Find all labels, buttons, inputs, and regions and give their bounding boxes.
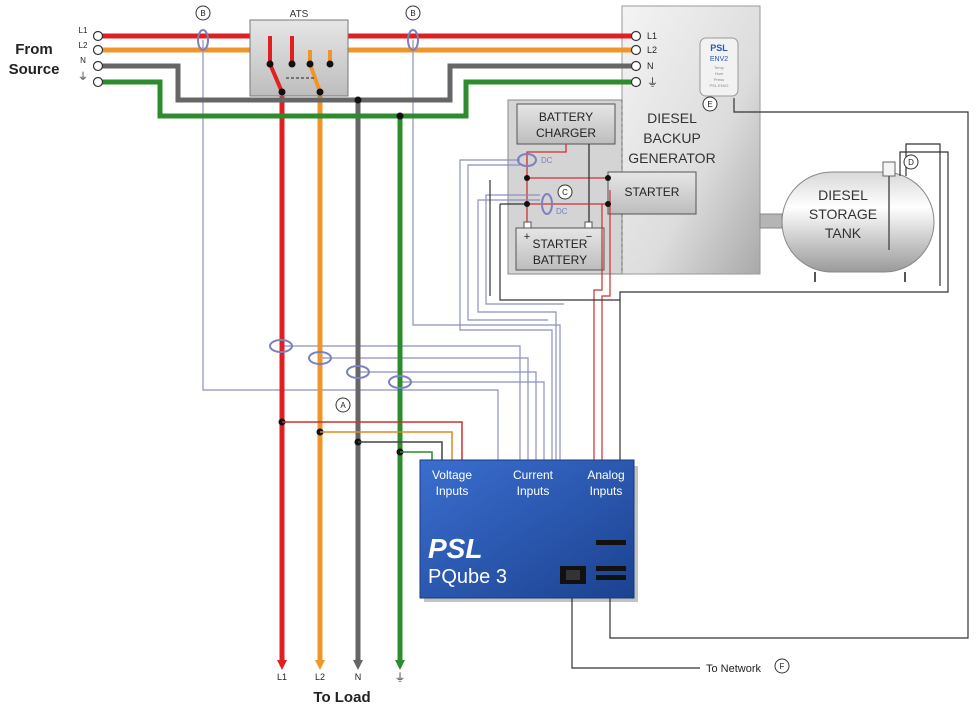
- ct-ring-icon: [346, 365, 370, 379]
- marker-a: A: [340, 401, 346, 410]
- ct-ring-icon: [407, 29, 419, 51]
- source-title-1: From: [15, 41, 53, 58]
- battery-line1: STARTER: [533, 237, 588, 251]
- marker-f: F: [780, 662, 785, 671]
- ground-icon: ⏚: [647, 76, 658, 89]
- env2-small-2: Press: [714, 77, 724, 82]
- terminal-circle-icon: [630, 60, 642, 72]
- gen-label-n: N: [647, 61, 654, 71]
- load-title: To Load: [313, 689, 370, 706]
- ct-ring-icon: [541, 193, 553, 215]
- gen-label-l1: L1: [647, 31, 657, 41]
- ct-ring-icon: [269, 339, 293, 353]
- analog-inputs-1: Analog: [587, 468, 624, 482]
- dc-label-2: DC: [556, 207, 568, 216]
- source-label-l2: L2: [79, 41, 88, 50]
- load-label-l2: L2: [315, 672, 325, 682]
- source-label-n: N: [80, 56, 86, 65]
- env2-small-0: Temp: [714, 65, 725, 70]
- generator-line2: BACKUP: [643, 130, 701, 146]
- wire-gnd: [98, 79, 636, 119]
- ct-ring-icon: [388, 375, 412, 389]
- env2-model: ENV2: [710, 56, 728, 63]
- starter: STARTER: [607, 171, 697, 215]
- dc-label-1: DC: [541, 156, 553, 165]
- battery-charger: BATTERY CHARGER: [516, 103, 616, 145]
- ct-ring-icon: [308, 351, 332, 365]
- ground-icon: ⏚: [78, 71, 88, 83]
- source-title-2: Source: [9, 61, 60, 78]
- terminal-circle-icon: [92, 60, 104, 72]
- tank-line1: DIESEL: [818, 187, 868, 203]
- charger-line1: BATTERY: [539, 110, 593, 124]
- load-label-n: N: [355, 672, 362, 682]
- ct-ring-icon: [197, 29, 209, 51]
- voltage-inputs-2: Inputs: [436, 484, 469, 498]
- pqube-model: PQube 3: [428, 566, 507, 588]
- ats-label: ATS: [290, 9, 309, 20]
- load-label-l1: L1: [277, 672, 287, 682]
- pqube-brand: PSL: [428, 533, 482, 564]
- ground-icon: ⏚: [395, 671, 406, 684]
- current-inputs-2: Inputs: [517, 484, 550, 498]
- terminal-circle-icon: [92, 44, 104, 56]
- starter-battery: STARTER BATTERY + −: [515, 221, 605, 271]
- ats: ATS: [249, 9, 349, 97]
- terminal-circle-icon: [92, 76, 104, 88]
- analog-inputs-2: Inputs: [590, 484, 623, 498]
- terminal-circle-icon: [630, 30, 642, 42]
- source-label-l1: L1: [79, 26, 88, 35]
- battery-plus: +: [524, 231, 530, 243]
- wire-n: [98, 63, 636, 103]
- generator-line1: DIESEL: [647, 110, 697, 126]
- network-label: To Network: [706, 663, 762, 675]
- tank-line2: STORAGE: [809, 206, 877, 222]
- starter-label: STARTER: [625, 185, 680, 199]
- gen-label-l2: L2: [647, 45, 657, 55]
- marker-b-1: B: [200, 9, 205, 18]
- terminal-circle-icon: [630, 44, 642, 56]
- marker-e: E: [707, 100, 712, 109]
- env2-small-3: PSL ENV2: [710, 83, 730, 88]
- battery-line2: BATTERY: [533, 253, 587, 267]
- diesel-tank: DIESEL STORAGE TANK: [759, 161, 935, 282]
- battery-minus: −: [586, 231, 592, 243]
- ct-ring-icon: [517, 153, 537, 167]
- source-terminals: From Source L1 L2 N ⏚: [9, 26, 104, 88]
- ct-rings: [197, 29, 553, 389]
- generator-terminals: L1 L2 N ⏚: [630, 30, 658, 89]
- generator-line3: GENERATOR: [628, 150, 715, 166]
- charger-line2: CHARGER: [536, 126, 596, 140]
- tank-line3: TANK: [825, 225, 862, 241]
- wire-l2-gen: [327, 47, 636, 64]
- marker-d: D: [908, 158, 914, 167]
- env2-brand: PSL: [710, 43, 728, 53]
- voltage-taps: [282, 421, 463, 460]
- pqube3: Voltage Inputs Current Inputs Analog Inp…: [419, 459, 638, 602]
- terminal-circle-icon: [630, 76, 642, 88]
- current-inputs-1: Current: [513, 468, 554, 482]
- marker-b-2: B: [410, 9, 415, 18]
- env2-small-1: Hum: [715, 71, 724, 76]
- sense-wires: [202, 40, 564, 460]
- env2-sensor: PSL ENV2 Temp Hum Press PSL ENV2: [699, 37, 739, 97]
- marker-c: C: [562, 188, 568, 197]
- markers: B B A C D E F: [195, 5, 919, 674]
- load-end: L1 L2 N ⏚ To Load: [277, 660, 406, 706]
- voltage-inputs-1: Voltage: [432, 468, 472, 482]
- terminal-circle-icon: [92, 30, 104, 42]
